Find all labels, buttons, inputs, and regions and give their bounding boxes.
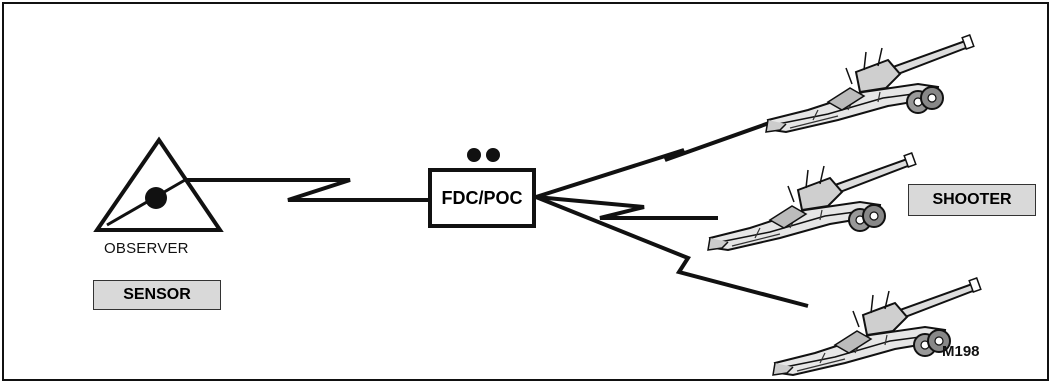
status-dot [467,148,481,162]
fdc-poc-box: FDC/POC [428,168,536,228]
observer-triangle-icon [93,136,224,232]
howitzer-icon [772,276,982,376]
sensor-to-fdc-link [185,178,428,202]
fdc-to-shooter-middle-link [535,195,718,220]
fdc-to-shooter-bottom-link [535,195,809,308]
status-dot [486,148,500,162]
howitzer-icon [707,151,917,251]
shooter-label: SHOOTER [908,184,1036,216]
howitzer-icon [765,33,975,134]
sensor-label: SENSOR [93,280,221,310]
m198-label: M198 [942,343,980,360]
observer-label: OBSERVER [104,240,189,257]
fdc-to-shooter-top-link [535,120,773,199]
